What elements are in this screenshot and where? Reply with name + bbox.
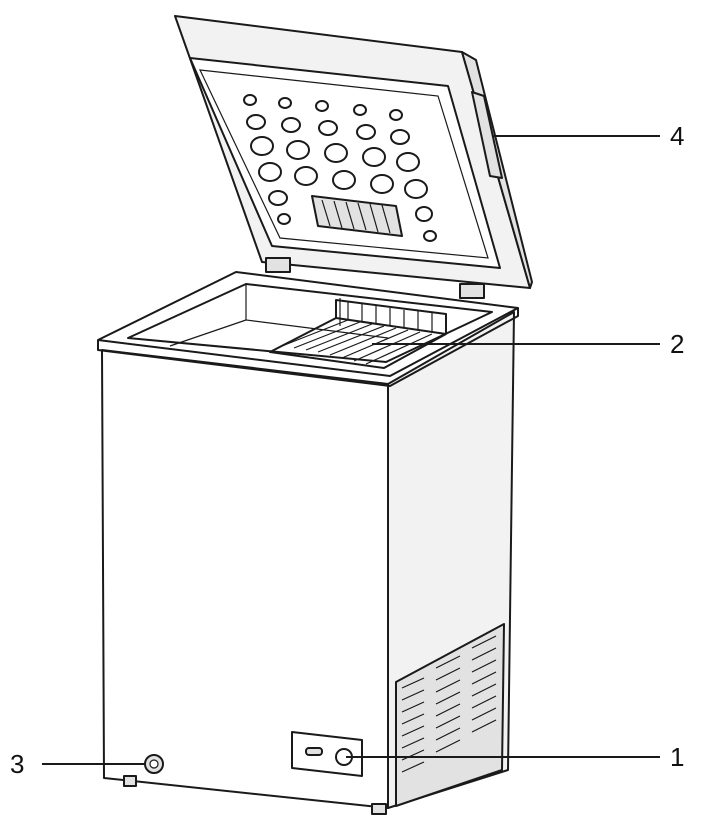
control-panel: [291, 731, 363, 777]
lid-vent: [311, 195, 403, 237]
leader-lines: [42, 135, 660, 765]
lid-circle-pattern: [243, 94, 437, 242]
lid-handle: [471, 91, 503, 179]
hinge-right: [459, 283, 485, 299]
callout-4: 4: [670, 121, 685, 151]
cabinet: [97, 271, 519, 815]
side-vents: [395, 623, 505, 807]
drain-plug: [144, 754, 164, 774]
callout-2: 2: [670, 329, 685, 359]
wire-basket: [269, 299, 447, 369]
indicator-light: [305, 747, 323, 756]
cabinet-opening: [127, 283, 493, 363]
open-lid: [174, 15, 533, 299]
callout-3: 3: [10, 749, 25, 779]
callout-1: 1: [670, 742, 685, 772]
foot-left: [123, 775, 137, 787]
foot-right: [371, 803, 387, 815]
hinge-left: [265, 257, 291, 273]
